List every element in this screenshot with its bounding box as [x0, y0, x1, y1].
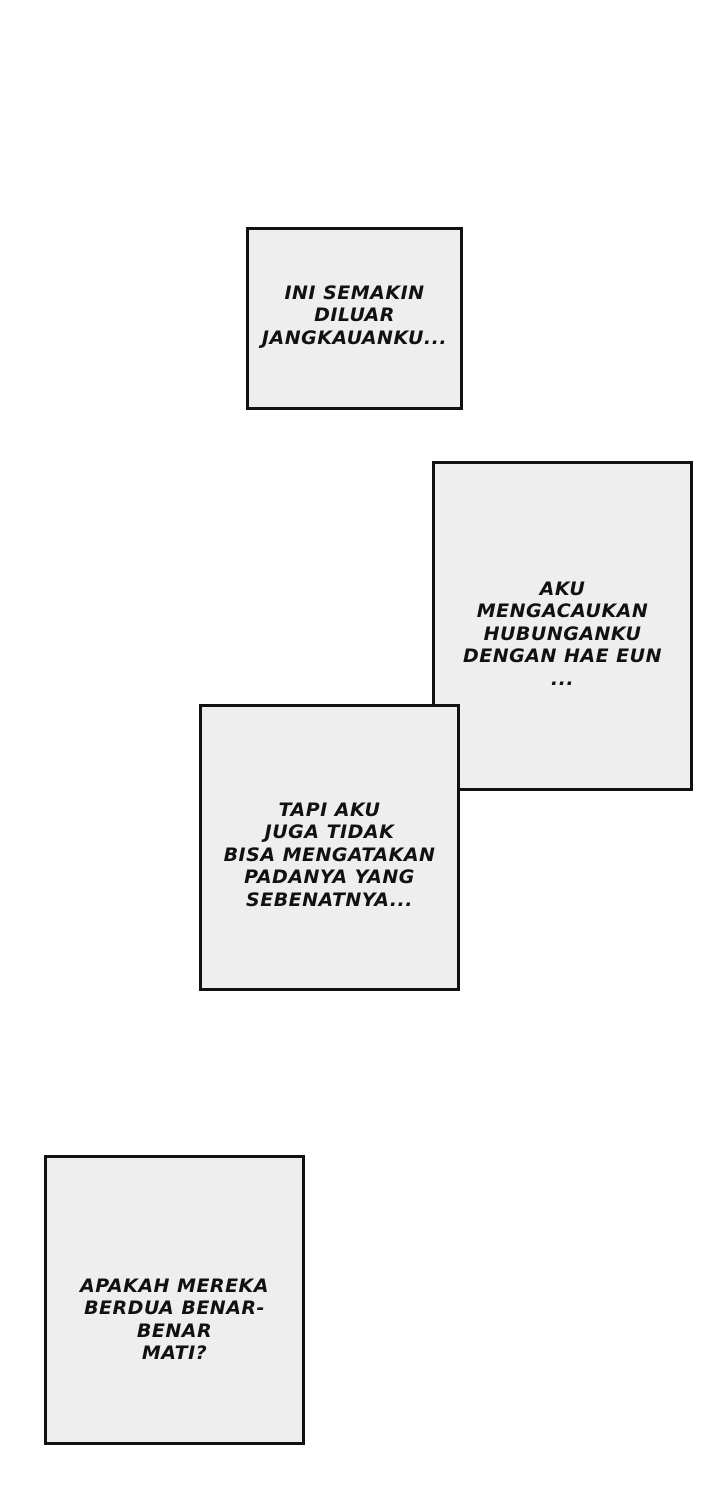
panel-2-caption: AKU MENGACAUKAN HUBUNGANKU DENGAN HAE EU… [463, 578, 662, 690]
comic-panel-4: APAKAH MEREKA BERDUA BENAR-BENAR MATI? [44, 1155, 305, 1445]
comic-panel-3: TAPI AKU JUGA TIDAK BISA MENGATAKAN PADA… [199, 704, 460, 991]
panel-4-caption: APAKAH MEREKA BERDUA BENAR-BENAR MATI? [80, 1275, 269, 1365]
comic-panel-2: AKU MENGACAUKAN HUBUNGANKU DENGAN HAE EU… [432, 461, 693, 791]
comic-panel-1: INI SEMAKIN DILUAR JANGKAUANKU... [246, 227, 463, 410]
panel-1-caption: INI SEMAKIN DILUAR JANGKAUANKU... [261, 282, 448, 349]
panel-3-caption: TAPI AKU JUGA TIDAK BISA MENGATAKAN PADA… [223, 799, 436, 911]
